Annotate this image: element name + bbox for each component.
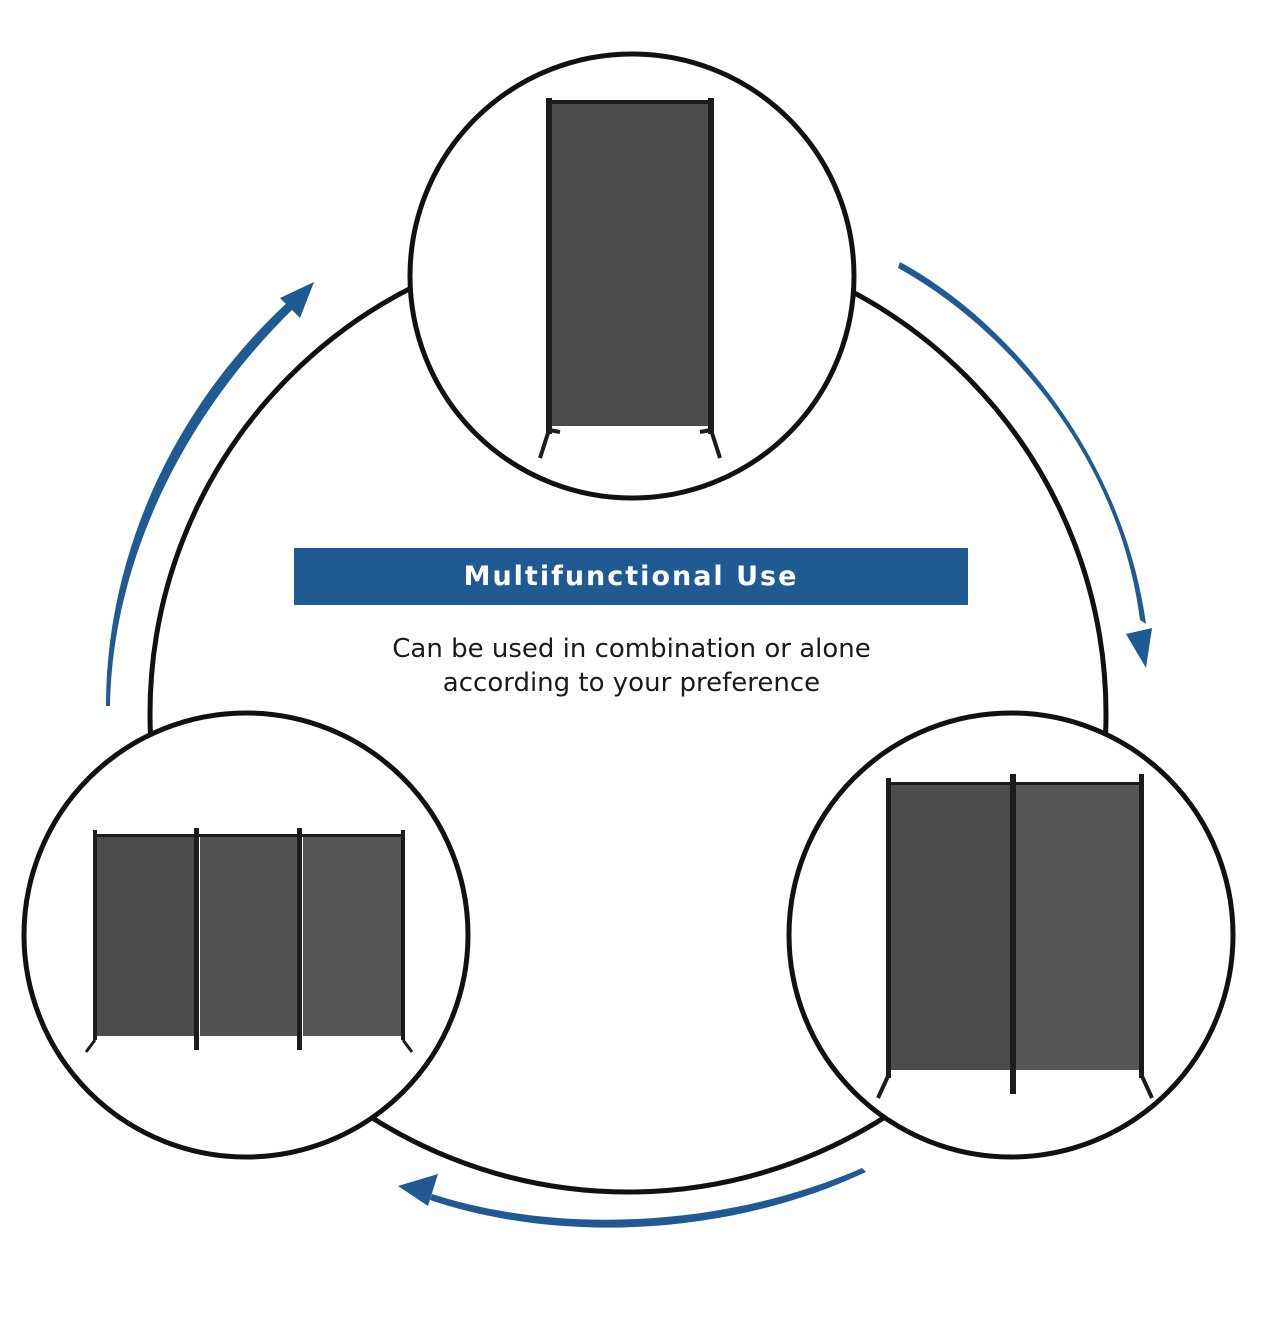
description-line-2: according to your preference xyxy=(442,668,821,698)
single-panel-divider-image xyxy=(538,98,722,459)
title-banner: Multifunctional Use xyxy=(294,548,968,605)
arrow-right-to-left xyxy=(398,1168,866,1228)
two-panel-divider-image xyxy=(876,774,1154,1099)
two-panel-divider-circle xyxy=(786,710,1236,1160)
banner-title: Multifunctional Use xyxy=(463,561,799,592)
description-text: Can be used in combination or alone acco… xyxy=(250,632,1013,700)
description-line-1: Can be used in combination or alone xyxy=(392,634,871,664)
single-panel-divider-circle xyxy=(407,51,857,501)
three-panel-divider-circle xyxy=(21,710,471,1160)
arrow-top-to-right xyxy=(898,262,1152,668)
three-panel-divider-image xyxy=(84,828,414,1053)
arrow-left-to-top xyxy=(106,282,314,706)
